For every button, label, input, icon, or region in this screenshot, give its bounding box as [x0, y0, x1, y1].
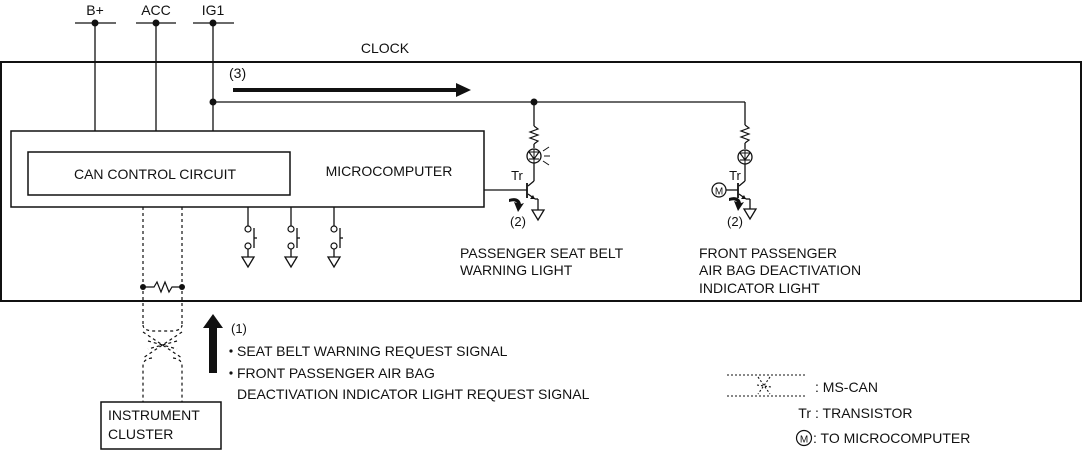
signal-item: SEAT BELT WARNING REQUEST SIGNAL: [237, 343, 508, 359]
legend-m-key: M: [800, 435, 808, 446]
transistor-label-1: Tr: [511, 168, 523, 183]
ms-can-legend-icon: [727, 374, 806, 397]
microcomputer-marker-icon: M: [795, 429, 813, 447]
light-label-line: AIR BAG DEACTIVATION: [699, 262, 861, 278]
power-terminal-ig1: IG1: [193, 2, 234, 131]
transistor-label-2: Tr: [729, 168, 741, 183]
instrument-cluster-label-line2: CLUSTER: [108, 426, 173, 442]
light-label-line: WARNING LIGHT: [460, 262, 573, 278]
flow-step-2-label-b: (2): [727, 214, 743, 229]
legend: : MS-CAN Tr : TRANSISTOR M : TO MICROCOM…: [727, 374, 970, 447]
flow-arrow-1: [203, 314, 223, 373]
microcomputer-label: MICROCOMPUTER: [326, 163, 453, 179]
legend-to-microcomputer: : TO MICROCOMPUTER: [813, 430, 970, 446]
signal-list: SEAT BELT WARNING REQUEST SIGNAL FRONT P…: [229, 343, 590, 402]
resistor-icon: [739, 124, 751, 144]
can-control-circuit-label: CAN CONTROL CIRCUIT: [74, 166, 236, 182]
light-label-line: PASSENGER SEAT BELT: [460, 245, 624, 261]
seat-belt-light-circuit: Tr (2): [484, 102, 550, 229]
signal-item: DEACTIVATION INDICATOR LIGHT REQUEST SIG…: [237, 386, 590, 402]
instrument-cluster-label-line1: INSTRUMENT: [108, 407, 200, 423]
flow-arrow-3: [233, 83, 471, 97]
power-terminal-b-plus: B+: [75, 2, 116, 131]
flow-arrow-2-icon: [509, 198, 524, 212]
legend-ms-can: : MS-CAN: [815, 379, 878, 395]
flow-step-1-label: (1): [231, 321, 247, 336]
terminal-label-b-plus: B+: [86, 2, 104, 18]
terminal-label-acc: ACC: [141, 2, 171, 18]
airbag-indicator-light-label: FRONT PASSENGER AIR BAG DEACTIVATION IND…: [699, 245, 861, 296]
flow-arrow-2-icon: [729, 197, 744, 211]
light-label-line: FRONT PASSENGER: [699, 245, 837, 261]
legend-tr-key: Tr: [798, 405, 811, 421]
power-terminal-acc: ACC: [136, 2, 176, 131]
ig1-supply-bus: [209, 98, 746, 125]
instrument-cluster-block: [100, 401, 222, 450]
switch-input-1: [241, 207, 257, 268]
switch-input-3: [327, 207, 343, 268]
clock-unit-box: [0, 61, 1082, 302]
flow-step-3-label: (3): [229, 65, 246, 81]
signal-item: FRONT PASSENGER AIR BAG: [237, 365, 435, 381]
resistor-icon: [528, 125, 540, 145]
microcomputer-marker-text: M: [715, 187, 723, 198]
light-label-line: INDICATOR LIGHT: [699, 280, 820, 296]
termination-resistor: [140, 280, 185, 294]
seat-belt-light-label: PASSENGER SEAT BELT WARNING LIGHT: [460, 245, 624, 278]
clock-title: CLOCK: [361, 40, 410, 56]
can-control-circuit-block: [27, 151, 291, 196]
light-emission-icon: [542, 146, 550, 166]
switch-input-2: [284, 207, 300, 268]
microcomputer-marker-icon: M: [711, 182, 727, 198]
airbag-indicator-circuit: M Tr (2): [711, 124, 757, 229]
legend-transistor: : TRANSISTOR: [815, 405, 913, 421]
led-lamp-icon: [526, 148, 542, 164]
ms-can-bus: [142, 207, 183, 402]
led-lamp-icon: [737, 149, 753, 165]
flow-step-2-label-a: (2): [510, 214, 526, 229]
terminal-label-ig1: IG1: [202, 2, 225, 18]
